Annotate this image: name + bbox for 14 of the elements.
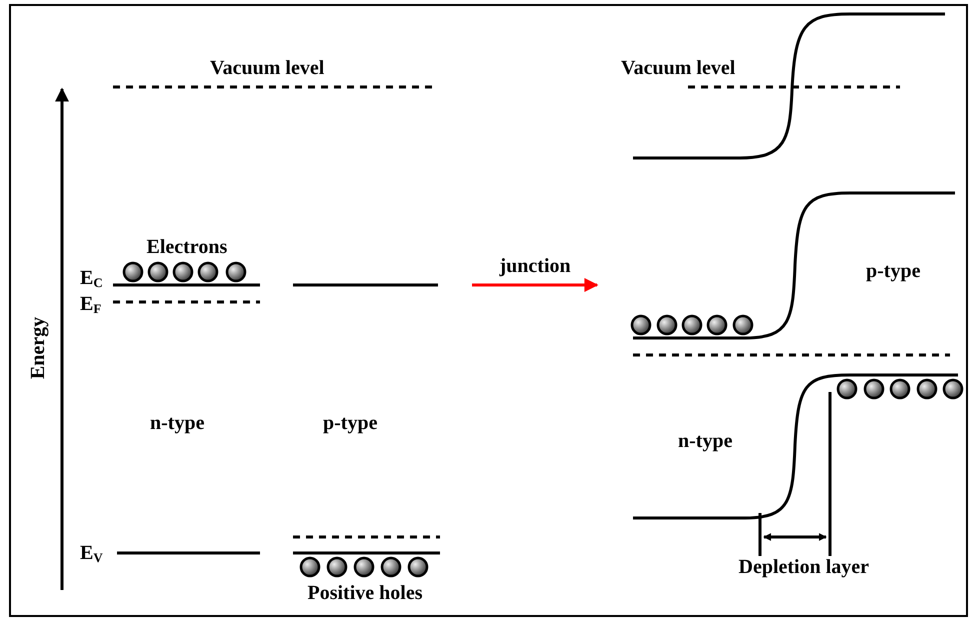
dimension-label: Depletion layer	[738, 557, 870, 577]
energy-level-label: E$_{F}$	[80, 294, 102, 314]
level-label: Vacuum level	[210, 58, 324, 78]
carrier-label: Positive holes	[308, 583, 422, 603]
carrier-label: Electrons	[146, 237, 228, 257]
energy-level-label: E$_{C}$	[80, 268, 103, 288]
region-label: p-type	[323, 413, 378, 433]
region-label: n-type	[678, 431, 732, 451]
arrow-label: junction	[500, 256, 571, 276]
axis-label: Energy	[28, 316, 48, 380]
energy-level-label: E$_{V}$	[80, 542, 103, 564]
region-label: p-type	[866, 261, 920, 281]
level-label: Vacuum level	[621, 58, 736, 78]
region-label: n-type	[150, 413, 204, 433]
